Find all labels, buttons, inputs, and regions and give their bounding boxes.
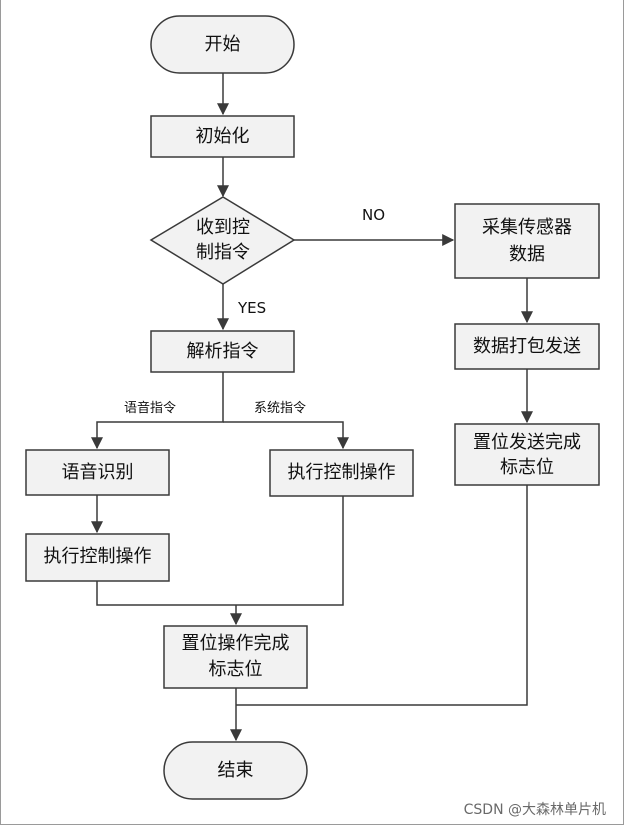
node-decision-label-1: 收到控 [196,217,250,238]
edge-parse-exec-right [223,421,349,450]
node-set-flag-label-2: 标志位 [209,659,263,680]
edge-send-flag-merge [236,485,528,706]
node-end: 结束 [163,741,308,800]
node-init: 初始化 [150,115,295,158]
node-init-label: 初始化 [196,126,250,147]
node-voice-label: 语音识别 [62,462,134,483]
node-start: 开始 [150,15,295,74]
node-send-flag: 置位发送完成 标志位 [454,423,600,486]
watermark: CSDN @大森林单片机 [463,802,606,818]
node-set-flag: 置位操作完成 标志位 [163,625,308,689]
node-parse: 解析指令 [150,330,295,373]
node-collect-label-2: 数据 [509,244,545,265]
node-collect: 采集传感器 数据 [454,203,600,279]
edge-label-yes: YES [237,299,266,317]
edge-label-voice-cmd: 语音指令 [124,400,176,416]
node-pack: 数据打包发送 [454,323,600,370]
node-collect-label-1: 采集传感器 [482,217,572,238]
node-pack-label: 数据打包发送 [473,336,581,357]
node-decision-label-2: 制指令 [196,242,250,263]
node-voice: 语音识别 [25,449,170,496]
edge-exec-left-merge [96,581,236,606]
node-decision: 收到控 制指令 [149,196,296,285]
node-send-flag-label-1: 置位发送完成 [473,432,581,453]
node-exec-left-label: 执行控制操作 [44,546,152,567]
node-parse-label: 解析指令 [187,341,259,362]
edge-parse-voice [91,372,224,450]
node-exec-right-label: 执行控制操作 [288,462,396,483]
node-exec-right: 执行控制操作 [269,449,414,497]
node-exec-left: 执行控制操作 [25,533,170,582]
edge-label-no: NO [362,206,385,224]
edge-exec-right-merge [236,496,344,606]
node-start-label: 开始 [205,34,241,55]
node-end-label: 结束 [218,760,254,781]
node-send-flag-label-2: 标志位 [500,457,554,478]
edge-label-system-cmd: 系统指令 [254,401,306,416]
node-set-flag-label-1: 置位操作完成 [182,633,290,654]
